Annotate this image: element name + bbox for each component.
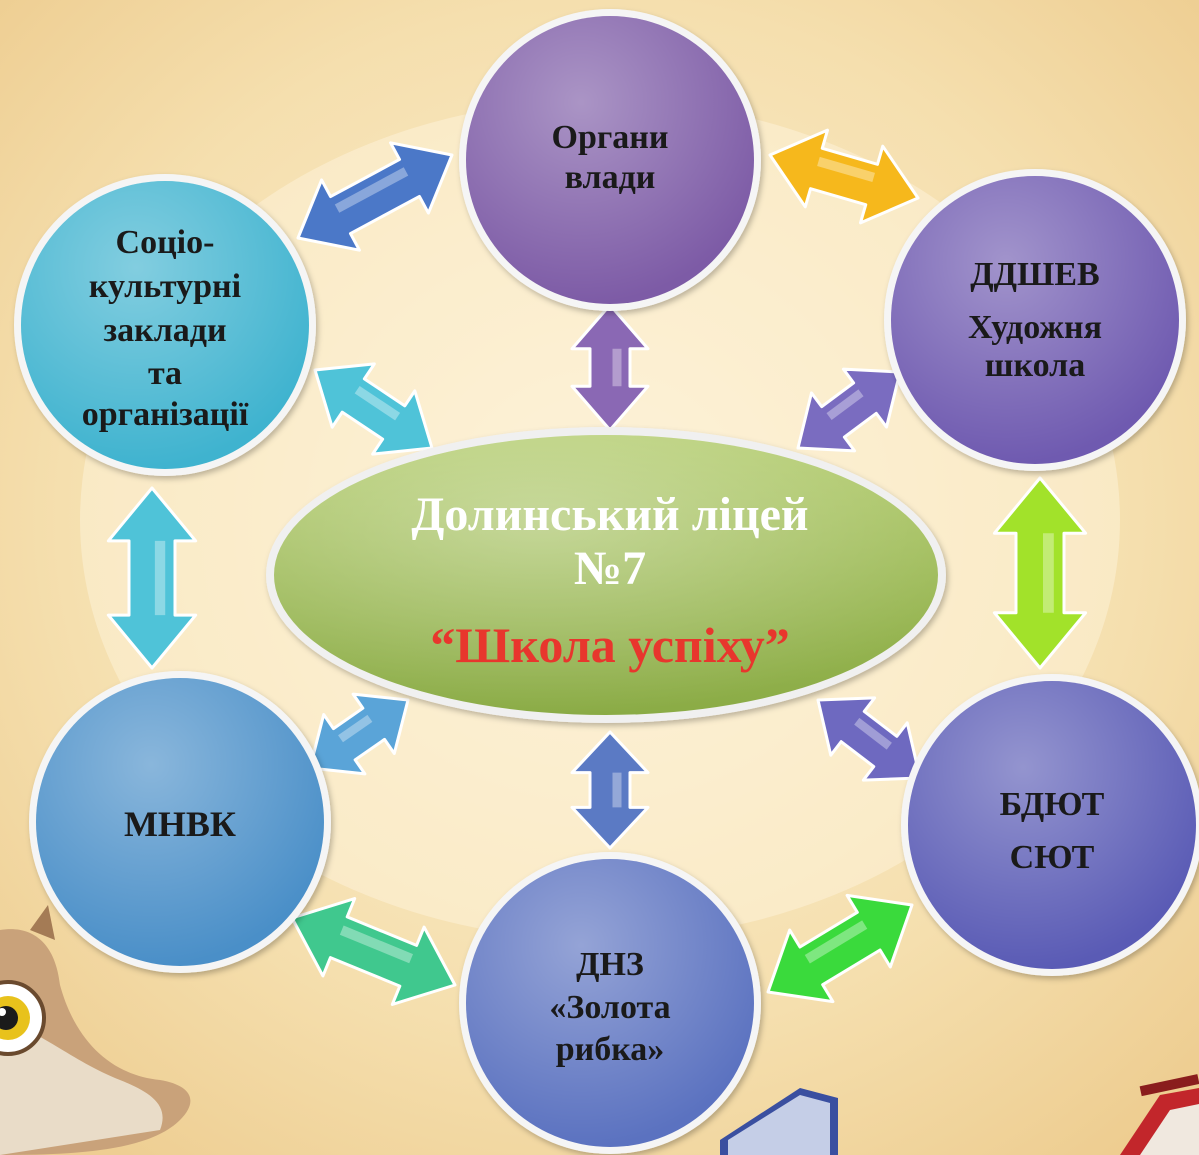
node-cultural: Соціо- культурні заклади та організації xyxy=(14,174,316,476)
arrow-artschool-youth xyxy=(992,476,1088,670)
node-youth-centers-line2: СЮТ xyxy=(1010,839,1095,876)
arrow-cultural-mnvk xyxy=(106,486,198,670)
owl-illustration xyxy=(0,905,191,1155)
node-kindergarten: ДНЗ «Золота рибка» xyxy=(459,852,761,1154)
node-mnvk: МНВК xyxy=(29,671,331,973)
center-title-line1: Долинський ліцей xyxy=(411,488,808,541)
node-authorities-line1: Органи xyxy=(552,119,669,156)
node-cultural-line2: культурні xyxy=(89,268,241,305)
node-kindergarten-line1: ДНЗ xyxy=(576,946,644,983)
center-title-line2: №7 xyxy=(574,542,646,595)
node-authorities: Органи влади xyxy=(459,9,761,311)
node-art-school-line1: ДДШЕВ xyxy=(970,256,1099,293)
connection-arrows xyxy=(106,128,1088,1006)
node-cultural-line5: організації xyxy=(82,396,249,433)
arrow-authorities-artschool xyxy=(768,128,920,225)
arrow-center-kindergarten xyxy=(570,730,650,850)
node-mnvk-line1: МНВК xyxy=(124,804,236,844)
node-art-school-line2: Художня xyxy=(968,309,1102,346)
books-illustration xyxy=(720,1074,1199,1155)
arrow-center-mnvk xyxy=(308,692,410,776)
node-kindergarten-line3: рибка» xyxy=(556,1031,665,1068)
node-cultural-line1: Соціо- xyxy=(116,224,215,261)
node-youth-centers-line1: БДЮТ xyxy=(1000,786,1105,823)
node-cultural-line3: заклади xyxy=(103,312,226,349)
node-art-school-line3: школа xyxy=(985,347,1085,384)
node-authorities-line2: влади xyxy=(565,159,656,196)
node-kindergarten-line2: «Золота xyxy=(549,989,670,1026)
arrow-cultural-authorities xyxy=(296,141,454,252)
node-cultural-line4: та xyxy=(148,355,182,392)
arrow-kindergarten-youth xyxy=(766,893,914,1004)
node-youth-centers: БДЮТ СЮТ xyxy=(901,674,1199,976)
node-art-school: ДДШЕВ Художня школа xyxy=(884,169,1186,471)
center-subtitle: “Школа успіху” xyxy=(430,617,789,673)
center-node: Долинський ліцей №7 “Школа успіху” xyxy=(266,427,946,723)
arrow-mnvk-kindergarten xyxy=(290,897,457,1006)
